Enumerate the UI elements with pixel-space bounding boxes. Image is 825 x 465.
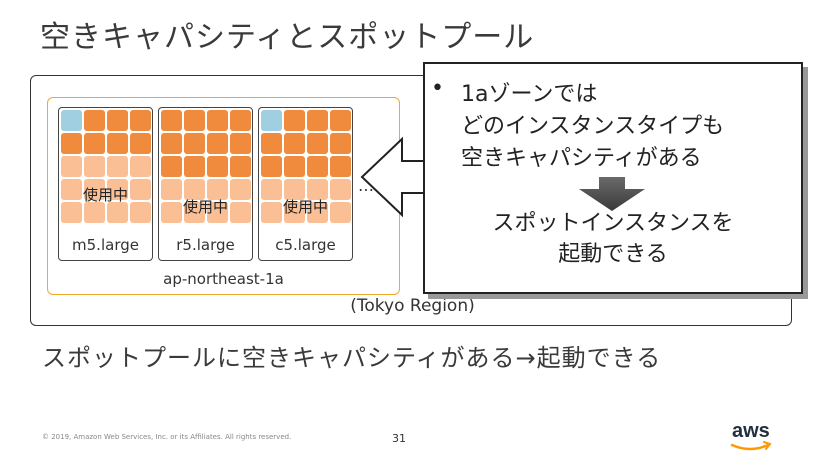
summary-text: スポットプールに空きキャパシティがある→起動できる [42,344,662,372]
down-arrow-icon [579,177,645,211]
region-label: (Tokyo Region) [350,296,475,316]
used-slot [284,179,305,200]
used-slot [184,110,205,131]
free-slot [61,110,82,131]
callout-result-line: スポットインスタンスを [492,211,734,236]
used-slot [184,156,205,177]
used-slot [307,110,328,131]
used-slot [161,156,182,177]
used-slot [107,110,128,131]
used-slot [261,133,282,154]
used-slot [284,133,305,154]
used-slot [207,133,228,154]
bullet-icon: • [431,76,444,101]
callout-line: 空きキャパシティがある [461,146,702,171]
used-slot [330,179,351,200]
used-slot [61,179,82,200]
used-slot [330,156,351,177]
used-slot [207,202,228,223]
used-slot [307,156,328,177]
used-slot [130,179,151,200]
used-slot [184,202,205,223]
host-r5: 使用中 r5.large [158,107,253,261]
used-slot [84,110,105,131]
used-slot [130,133,151,154]
used-slot [130,110,151,131]
page-number: 31 [392,432,406,445]
used-slot [330,110,351,131]
used-slot [161,133,182,154]
used-slot [230,156,251,177]
in-use-label: 使用中 [282,198,328,216]
host-c5: 使用中 c5.large [258,107,353,261]
used-slot [261,179,282,200]
used-slot [161,110,182,131]
callout-result-line: 起動できる [558,242,668,267]
callout-box: • 1aゾーンでは どのインスタンスタイプも 空きキャパシティがある スポットイ… [423,62,803,294]
in-use-label: 使用中 [182,198,228,216]
used-slot [207,110,228,131]
used-slot [307,179,328,200]
used-slot [130,156,151,177]
used-slot [107,202,128,223]
aws-smile-icon [730,441,772,451]
used-slot [261,202,282,223]
availability-zone-label: ap-northeast-1a [163,270,284,288]
used-slot [130,202,151,223]
used-slot [61,133,82,154]
instance-type-label: m5.large [72,236,139,254]
used-slot [107,156,128,177]
used-slot [330,133,351,154]
used-slot [230,202,251,223]
used-slot [107,133,128,154]
capacity-grid [261,110,351,223]
copyright-notice: © 2019, Amazon Web Services, Inc. or its… [42,433,292,441]
free-slot [261,110,282,131]
used-slot [230,110,251,131]
used-slot [184,179,205,200]
callout-line: どのインスタンスタイプも [461,114,725,139]
aws-logo-text: aws [732,420,770,442]
used-slot [230,133,251,154]
used-slot [84,133,105,154]
used-slot [84,202,105,223]
instance-type-label: c5.large [275,236,336,254]
used-slot [207,179,228,200]
in-use-label: 使用中 [82,186,128,204]
used-slot [284,110,305,131]
used-slot [307,133,328,154]
used-slot [230,179,251,200]
used-slot [161,179,182,200]
used-slot [61,202,82,223]
used-slot [284,156,305,177]
host-m5: 使用中 m5.large [58,107,153,261]
used-slot [261,156,282,177]
capacity-grid [61,110,151,223]
used-slot [307,202,328,223]
used-slot [107,179,128,200]
slide-title: 空きキャパシティとスポットプール [40,20,535,55]
used-slot [284,202,305,223]
capacity-grid [161,110,251,223]
used-slot [84,156,105,177]
used-slot [161,202,182,223]
used-slot [207,156,228,177]
aws-logo: aws [728,420,776,454]
callout-line: 1aゾーンでは [461,82,598,107]
used-slot [61,156,82,177]
used-slot [184,133,205,154]
used-slot [84,179,105,200]
used-slot [330,202,351,223]
instance-type-label: r5.large [176,236,235,254]
